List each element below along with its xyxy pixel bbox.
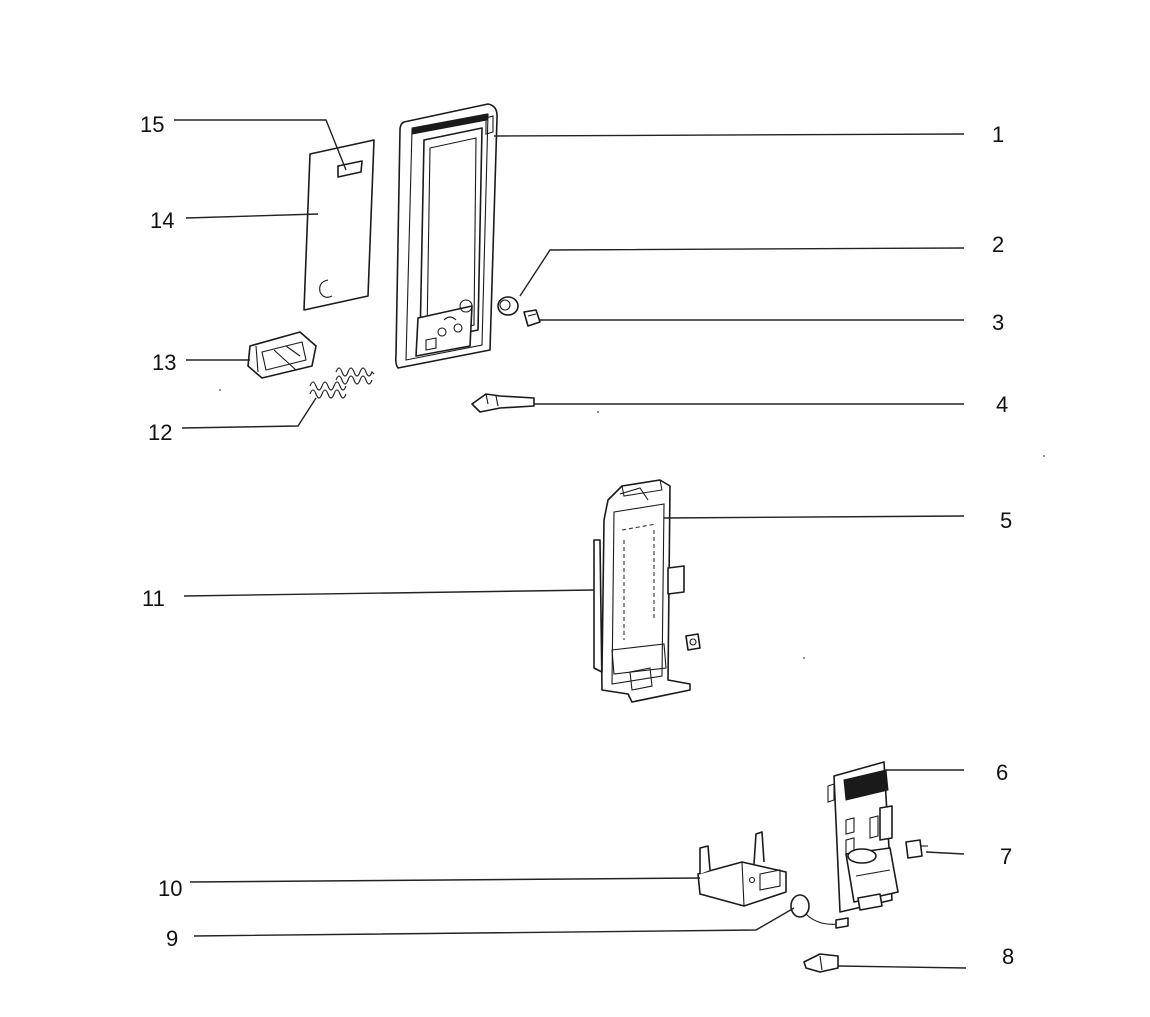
callout-11: 11 — [142, 586, 165, 611]
part-1-door-frame — [394, 103, 498, 369]
callout-8: 8 — [1002, 944, 1014, 969]
part-2-knob — [497, 296, 519, 316]
leader-12 — [181, 397, 317, 429]
leader-1 — [493, 133, 965, 137]
callout-3: 3 — [992, 310, 1004, 335]
scan-specks — [219, 389, 1045, 659]
part-12-springs — [309, 367, 375, 399]
callout-10: 10 — [158, 876, 182, 901]
part-3-cap — [523, 309, 541, 327]
callout-12: 12 — [148, 420, 172, 445]
part-7-connector — [905, 839, 928, 859]
leader-8 — [837, 965, 967, 969]
leader-15 — [174, 119, 347, 171]
callout-7: 7 — [1000, 844, 1012, 869]
part-5-bracket — [593, 479, 691, 703]
callout-5: 5 — [1000, 508, 1012, 533]
callout-6: 6 — [996, 760, 1008, 785]
part-5-fastener — [685, 633, 701, 651]
part-14-panel — [303, 139, 375, 311]
part-8-plug — [803, 953, 839, 973]
callout-numbers: 1 2 3 4 5 6 7 8 9 10 11 12 13 14 15 — [140, 112, 1014, 969]
callout-14: 14 — [150, 208, 174, 233]
leader-5 — [663, 515, 965, 519]
callout-1: 1 — [992, 122, 1004, 147]
callout-9: 9 — [166, 926, 178, 951]
leader-9 — [193, 907, 795, 937]
callout-13: 13 — [152, 350, 176, 375]
part-13-latch — [247, 331, 317, 379]
leader-14 — [185, 213, 319, 219]
callout-4: 4 — [996, 392, 1008, 417]
leader-lines — [174, 119, 967, 969]
part-6-transformer — [845, 847, 899, 911]
leader-10 — [189, 877, 701, 883]
callout-2: 2 — [992, 232, 1004, 257]
part-9-fuse — [790, 894, 849, 929]
leader-2 — [519, 247, 965, 297]
callout-15: 15 — [140, 112, 164, 137]
part-4-lever — [471, 393, 535, 413]
leader-11 — [183, 589, 595, 597]
leader-7 — [925, 851, 965, 855]
part-10-switch-block — [697, 831, 787, 907]
